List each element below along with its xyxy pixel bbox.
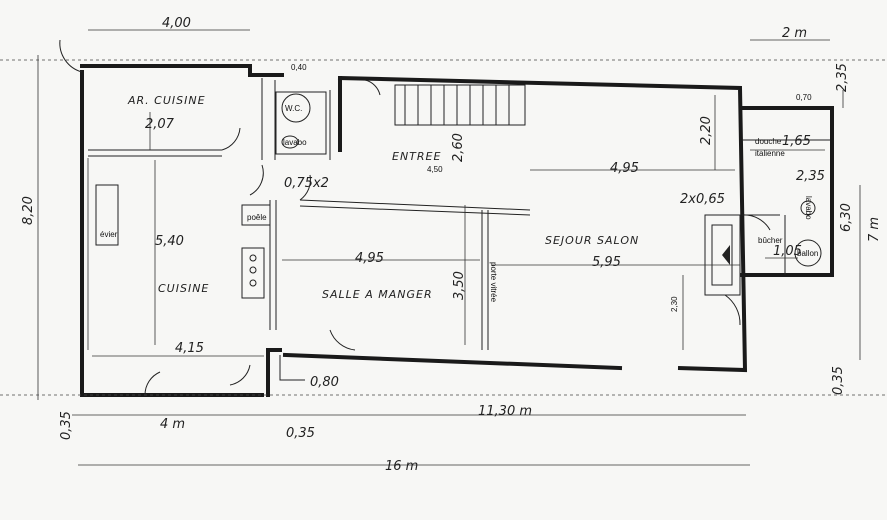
dimension-lines [0, 29, 887, 466]
dim-arr-cuisine-depth: 2,07 [145, 117, 175, 132]
interior-walls [88, 78, 830, 350]
dim-sam-3-50: 3,50 [452, 271, 467, 300]
label-bucher: bûcher [758, 236, 783, 245]
room-cuisine: CUISINE [158, 282, 209, 295]
dim-top-right: 2 m [782, 26, 807, 41]
label-poele: poêle [247, 213, 267, 222]
dim-bottom-0-35-right: 0,35 [831, 366, 846, 395]
label-douche: douche [755, 137, 782, 146]
dim-cuisine-4-15: 4,15 [175, 341, 204, 356]
dim-douche-1-65: 1,65 [782, 134, 811, 149]
dim-fireplace: 2x0,65 [680, 192, 725, 207]
room-sejour-salon: SEJOUR SALON [545, 234, 639, 247]
label-lavabo-douche: lavabo [804, 196, 813, 220]
room-arr-cuisine: AR. CUISINE [127, 94, 206, 107]
dim-0-40: 0,40 [291, 63, 307, 72]
label-lavabo: lavabo [283, 138, 307, 147]
dim-entree-2-60: 2,60 [451, 133, 466, 162]
room-entree: ENTREE [392, 150, 441, 163]
dim-sam-4-95: 4,95 [355, 251, 384, 266]
dim-entree-4-50: 4,50 [427, 165, 443, 174]
dim-douche-2-35: 2,35 [796, 169, 825, 184]
dim-salon-2-30: 2,30 [670, 296, 679, 312]
label-ballon: ballon [797, 249, 818, 258]
dim-bucher-1-05: 1,05 [773, 244, 802, 259]
dim-0-70: 0,70 [796, 93, 812, 102]
staircase [394, 84, 526, 126]
dim-bottom-0-35-left: 0,35 [59, 411, 74, 440]
dim-right-7-m: 7 m [867, 217, 882, 242]
ballon-circle [794, 239, 822, 267]
dim-sejour-2-20: 2,20 [699, 116, 714, 145]
dim-top-width: 4,00 [162, 16, 191, 31]
label-italienne: italienne [755, 149, 785, 158]
dim-right-6-30: 6,30 [839, 203, 854, 232]
dim-bottom-11-30: 11,30 m [478, 404, 532, 419]
stove [241, 247, 265, 299]
sink [95, 184, 119, 246]
label-evier: évier [100, 230, 118, 239]
dim-left-8-20: 8,20 [21, 196, 36, 225]
label-wc: W.C. [285, 104, 302, 113]
room-salle-a-manger: SALLE A MANGER [322, 288, 433, 301]
dim-bottom-0-80: 0,80 [310, 375, 339, 390]
wc-circle [281, 93, 311, 123]
dim-stair: 0,75x2 [284, 176, 329, 191]
dim-bottom-4-m: 4 m [160, 417, 185, 432]
dim-2-35-top: 2,35 [835, 63, 850, 92]
exterior-walls [80, 64, 834, 397]
fireplace [704, 214, 741, 296]
dim-total-16-m: 16 m [385, 459, 418, 474]
doors [59, 39, 771, 396]
dim-cuisine-5-40: 5,40 [155, 234, 184, 249]
dim-salon-5-95: 5,95 [592, 255, 621, 270]
label-porte-vitree: porte vitrée [489, 262, 498, 303]
dim-sejour-top: 4,95 [610, 161, 639, 176]
dim-bottom-0-35-mid: 0,35 [286, 426, 315, 441]
